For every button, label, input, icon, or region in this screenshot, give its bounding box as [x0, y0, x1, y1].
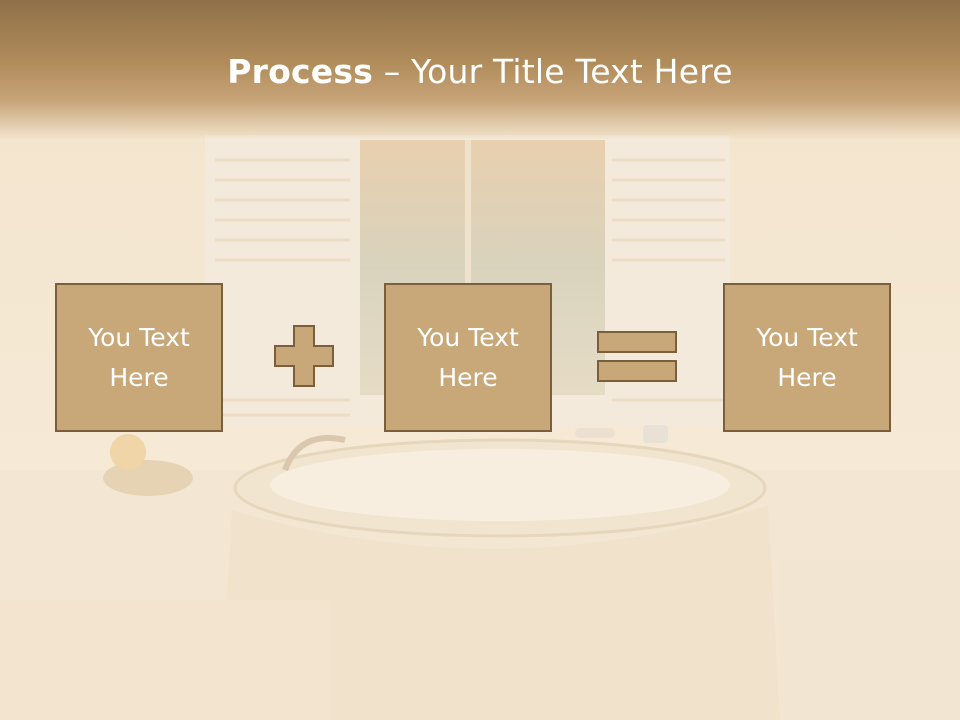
plus-icon — [274, 325, 334, 387]
step-box-2[interactable]: You Text Here — [384, 283, 552, 432]
step-box-3[interactable]: You Text Here — [723, 283, 891, 432]
step-box-1-text: You Text Here — [88, 322, 190, 392]
title-band — [0, 0, 960, 140]
title-rest: – Your Title Text Here — [373, 52, 733, 91]
slide-title: Process – Your Title Text Here — [0, 52, 960, 91]
step-box-2-text: You Text Here — [417, 322, 519, 392]
step-box-3-text: You Text Here — [756, 322, 858, 392]
equals-icon — [597, 331, 677, 382]
step-box-1[interactable]: You Text Here — [55, 283, 223, 432]
title-bold: Process — [227, 52, 374, 91]
